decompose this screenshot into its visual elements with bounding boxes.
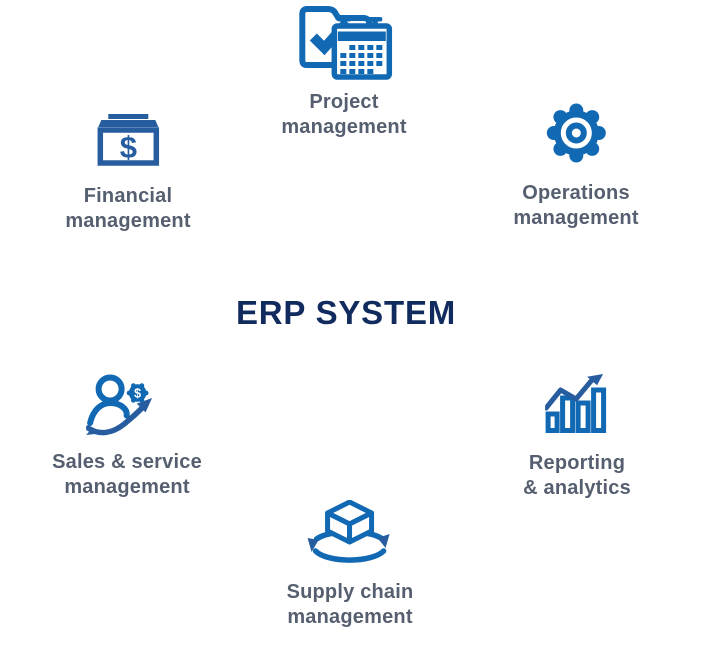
- label-line: management: [287, 606, 413, 628]
- node-label: Reporting & analytics: [523, 451, 631, 501]
- node-financial-management: $ Financial management: [65, 114, 190, 234]
- diagram-title: ERP SYSTEM: [235, 294, 457, 331]
- node-reporting-analytics: Reporting & analytics: [523, 371, 631, 501]
- customer-sales-growth-icon: $: [86, 374, 152, 436]
- dollar-symbol: $: [119, 130, 136, 165]
- node-label: Sales & service management: [52, 450, 202, 500]
- label-line: management: [65, 210, 191, 232]
- package-cycle-icon: [308, 500, 390, 563]
- label-line: Project: [309, 91, 379, 113]
- node-operations-management: Operations management: [513, 98, 638, 231]
- task-folder-calendar-icon: [299, 6, 392, 80]
- bar-chart-growth-arrow-icon: [545, 374, 606, 433]
- label-line: management: [513, 207, 639, 229]
- node-sales-service-management: $ Sales & service management: [52, 372, 202, 500]
- dollar-badge-symbol: $: [134, 387, 141, 401]
- label-line: management: [281, 116, 407, 138]
- label-line: Financial: [83, 185, 173, 207]
- node-project-management: Project management: [281, 0, 406, 140]
- cash-stack-dollar-icon: $: [97, 114, 159, 166]
- node-label: Operations management: [513, 181, 638, 231]
- node-label: Financial management: [65, 184, 190, 234]
- node-supply-chain-management: Supply chain management: [287, 500, 414, 630]
- label-line: Operations: [522, 182, 630, 204]
- gear-icon: [546, 103, 606, 163]
- label-line: management: [64, 476, 190, 498]
- label-line: Supply chain: [286, 581, 414, 603]
- label-line: & analytics: [523, 477, 631, 499]
- label-line: Sales & service: [52, 451, 202, 473]
- node-label: Project management: [281, 90, 406, 140]
- label-line: Reporting: [528, 452, 626, 474]
- node-label: Supply chain management: [287, 580, 414, 630]
